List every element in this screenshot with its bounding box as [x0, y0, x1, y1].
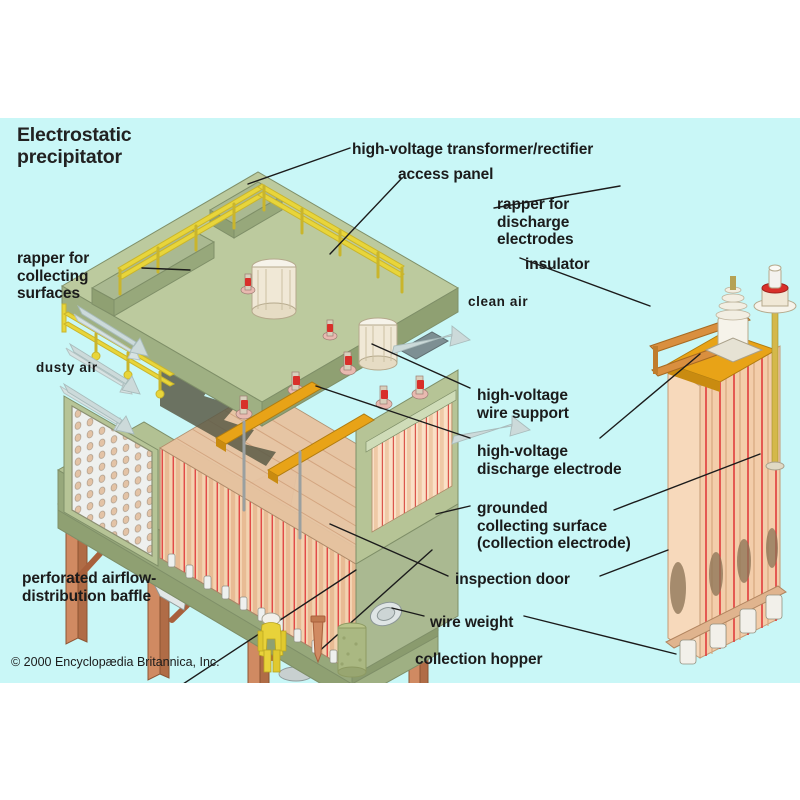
- label-collection-hopper: collection hopper: [415, 651, 543, 668]
- diagram-canvas: [0, 118, 800, 683]
- discharge-electrode-rapper-group: [235, 273, 429, 420]
- label-dusty-air: dusty air: [36, 360, 98, 375]
- copyright-notice: © 2000 Encyclopædia Britannica, Inc.: [11, 655, 220, 669]
- title-line-1: Electrostatic: [17, 124, 132, 146]
- high-voltage-wire-support-frame: [215, 381, 375, 540]
- label-rapper-for-discharge-electrodes: rapper for discharge electrodes: [497, 196, 574, 248]
- leader-lines: [141, 147, 761, 683]
- perforated-distribution-baffle: [63, 395, 159, 567]
- detail-insulator-rod: [753, 264, 797, 471]
- floor-standpipe: [310, 615, 326, 664]
- title-line-2: precipitator: [17, 146, 122, 168]
- detail-cutaway-panel: [649, 264, 797, 665]
- main-precipitator-body: [56, 171, 459, 683]
- clean-air-outflow-arrows: [391, 325, 531, 445]
- rear-casing-wall: [355, 369, 459, 675]
- transformer-rectifier-unit: [251, 258, 398, 371]
- label-clean-air: clean air: [468, 294, 529, 309]
- label-inspection-door: inspection door: [455, 571, 570, 588]
- dust-drum: [337, 622, 367, 678]
- label-access-panel: access panel: [398, 166, 494, 183]
- label-grounded-collecting-surface: grounded collecting surface (collection …: [477, 500, 631, 552]
- label-high-voltage-transformer-rectifier: high-voltage transformer/rectifier: [352, 141, 594, 158]
- label-wire-weight: wire weight: [430, 614, 514, 631]
- label-high-voltage-discharge-electrode: high-voltage discharge electrode: [477, 443, 622, 478]
- label-high-voltage-wire-support: high-voltage wire support: [477, 387, 569, 422]
- label-perforated-airflow-distribution-baffle: perforated airflow- distribution baffle: [22, 570, 157, 605]
- maintenance-worker-figure: [257, 612, 287, 673]
- label-insulator: insulator: [525, 256, 590, 273]
- label-rapper-for-collecting-surfaces: rapper for collecting surfaces: [17, 250, 90, 302]
- precipitator-illustration: [56, 147, 797, 683]
- support-insulator: [704, 276, 764, 363]
- dusty-air-inflow-arrow-shapes: [62, 304, 149, 435]
- detail-wire-weight-group: [665, 585, 787, 665]
